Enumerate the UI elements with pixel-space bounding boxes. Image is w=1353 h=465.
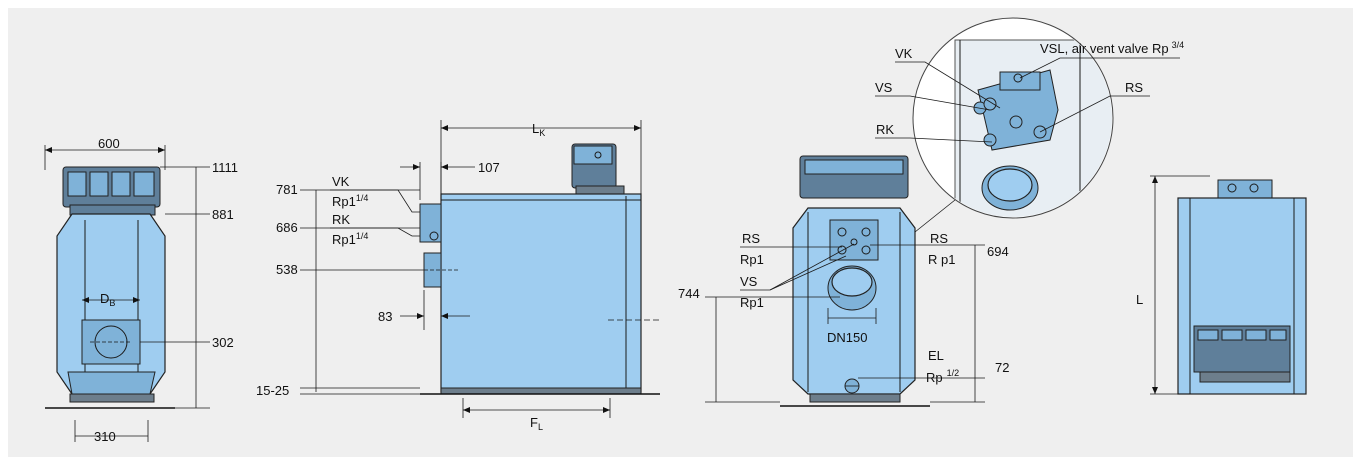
front-view: 600 1111 881 302 DB 310	[44, 136, 238, 444]
side-rk-label: RK	[332, 212, 350, 227]
front-height-top-label: 1111	[212, 160, 238, 175]
rear-rs-left-label: RS	[742, 231, 760, 246]
rear-rs-right-size: R p1	[928, 252, 955, 267]
rear-744-label: 744	[678, 286, 700, 301]
rear-el-label: EL	[928, 348, 944, 363]
side-83-label: 83	[378, 309, 392, 324]
back-length-label: L	[1136, 292, 1143, 307]
side-538-label: 538	[276, 262, 298, 277]
rear-rs-left-size: Rp1	[740, 252, 764, 267]
rear-dn150-label: DN150	[827, 330, 867, 345]
side-boiler-body	[440, 193, 642, 393]
detail-vs-label: VS	[875, 80, 893, 95]
front-height-panel-label: 881	[212, 207, 234, 222]
rear-694-label: 694	[987, 244, 1009, 259]
frame-background	[8, 8, 1353, 457]
back-view: L	[1136, 175, 1307, 395]
side-offset-label: 107	[478, 160, 500, 175]
side-vk-label: VK	[332, 174, 350, 189]
front-width-label: 600	[98, 136, 120, 151]
front-foot-spacing-label: 310	[94, 429, 116, 444]
rear-view: 744 694 72 RS Rp1 VS Rp1 RS R p1 DN150 E…	[678, 155, 1009, 407]
side-vk-height-label: 781	[276, 182, 298, 197]
detail-vk-label: VK	[895, 46, 913, 61]
side-rk-height-label: 686	[276, 220, 298, 235]
rear-vs-size: Rp1	[740, 295, 764, 310]
side-vk-size: Rp11/4	[332, 193, 368, 209]
front-flue-height-label: 302	[212, 335, 234, 350]
rear-vs-label: VS	[740, 274, 758, 289]
side-view: LK 107 781 686 538 VK Rp11/4 RK Rp11/4 8…	[256, 120, 660, 432]
side-foot-range-label: 15-25	[256, 383, 289, 398]
side-depth-label: LK	[532, 121, 545, 138]
detail-rs-label: RS	[1125, 80, 1143, 95]
front-flue-diameter-label: DB	[100, 291, 115, 308]
rear-72-label: 72	[995, 360, 1009, 375]
side-foot-length-label: FL	[530, 415, 543, 432]
detail-rk-label: RK	[876, 122, 894, 137]
rear-rs-right-label: RS	[930, 231, 948, 246]
rear-connection-block	[829, 219, 879, 261]
side-rk-size: Rp11/4	[332, 231, 368, 247]
